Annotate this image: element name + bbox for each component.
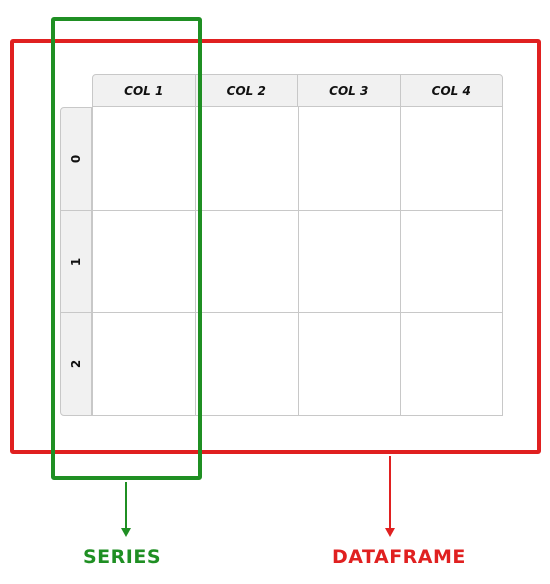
dataframe-outline: [10, 39, 541, 454]
series-arrow-head: [121, 528, 131, 537]
dataframe-label: DATAFRAME: [332, 546, 466, 568]
table-cell: [195, 312, 298, 415]
table-cell: [93, 209, 196, 313]
table-cell: [297, 107, 400, 210]
series-label: SERIES: [83, 546, 162, 568]
row-index-1: 1: [61, 209, 91, 313]
series-arrow-line: [125, 482, 127, 530]
table-cell: [399, 209, 502, 313]
table-body: [92, 107, 503, 416]
dataframe-arrow-line: [389, 456, 391, 530]
table-cell: [297, 209, 400, 313]
row-index-column: 0 1 2: [60, 107, 92, 416]
column-header-col-3: COL 3: [297, 75, 400, 106]
column-header-col-2: COL 2: [194, 75, 298, 106]
series-outline: [51, 17, 202, 480]
table-cell: [297, 312, 400, 415]
column-header-row: COL 1 COL 2 COL 3 COL 4: [92, 74, 503, 107]
column-header-col-4: COL 4: [399, 75, 503, 106]
table-cell: [399, 312, 502, 415]
table-cell: [399, 107, 502, 210]
column-header-col-1: COL 1: [124, 83, 164, 98]
table-cell: [195, 209, 298, 313]
table-cell: [195, 107, 297, 210]
row-index-2: 2: [61, 312, 91, 415]
dataframe-arrow-head: [385, 528, 395, 537]
dataframe-table: COL 1 COL 2 COL 3 COL 4 0 1 2: [60, 74, 503, 416]
table-cell: [93, 312, 196, 415]
